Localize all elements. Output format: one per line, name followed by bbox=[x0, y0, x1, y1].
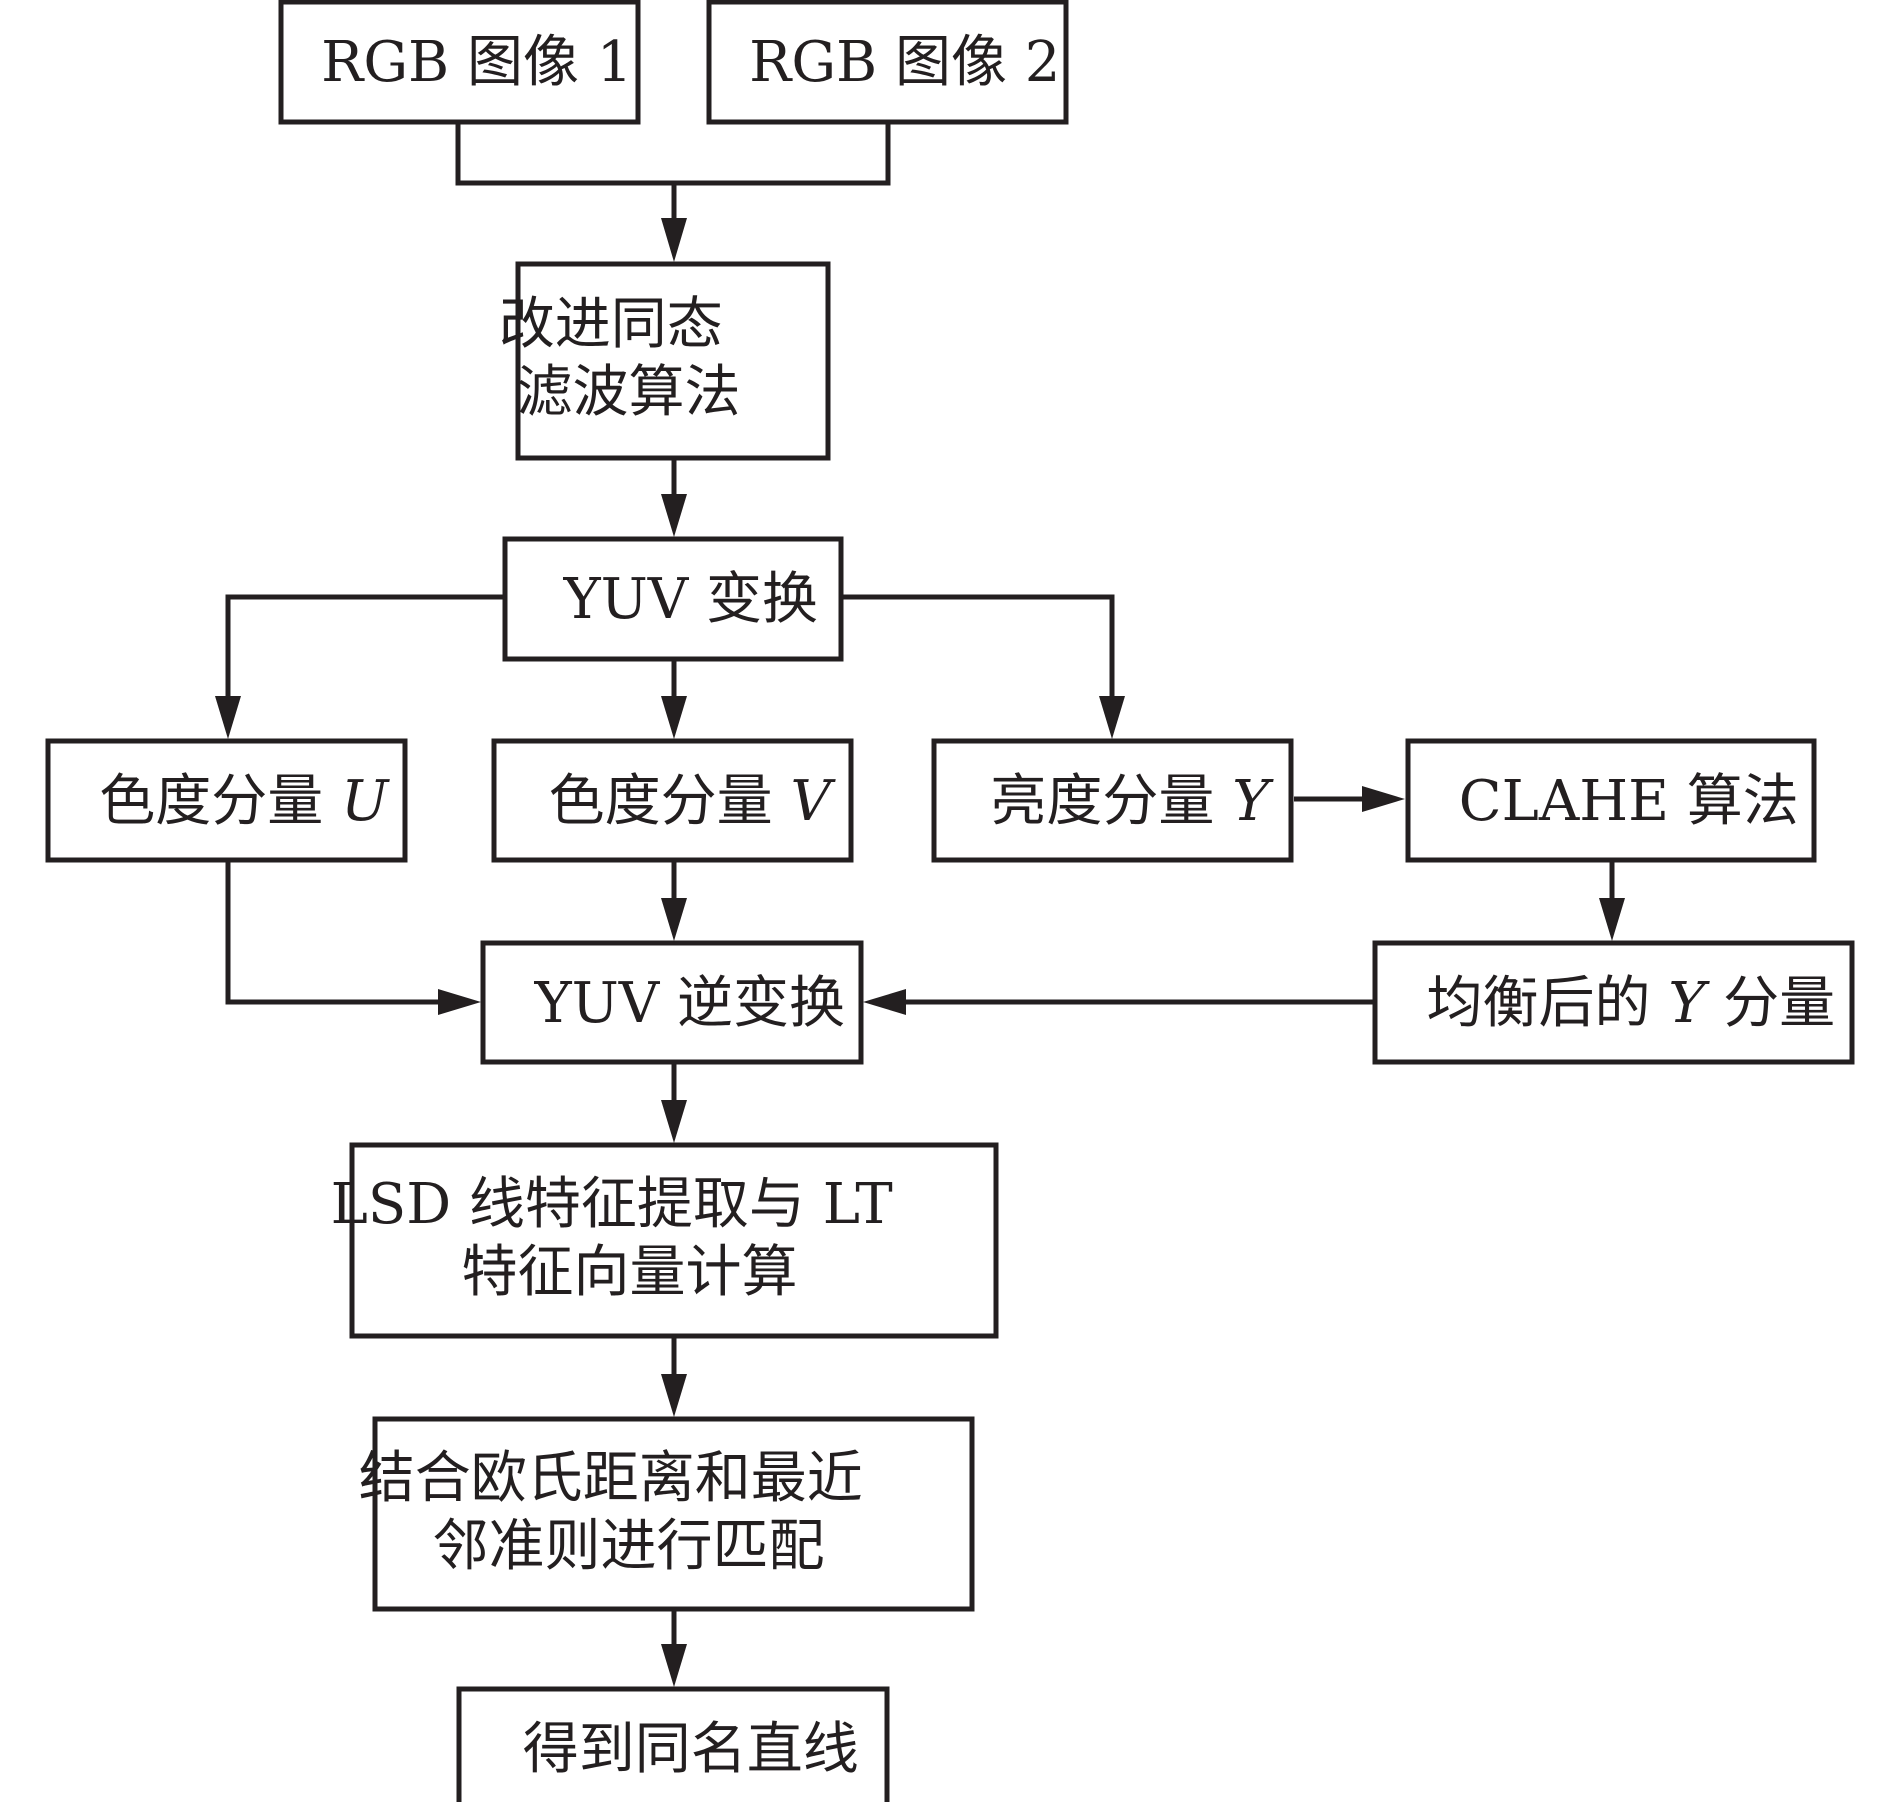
node-inverse-yuv: YUV 逆变换 bbox=[410, 940, 934, 1065]
arrow-into-filter bbox=[661, 218, 687, 262]
edge-rgb1-merge bbox=[455, 122, 674, 186]
node-rgb-image-1-label: RGB 图像 1 bbox=[197, 30, 722, 95]
arrow-into-yuv bbox=[661, 494, 687, 537]
arrow-into-lsd bbox=[661, 1100, 687, 1143]
node-rgb-image-2: RGB 图像 2 bbox=[625, 0, 1150, 125]
arrow-into-inverse-left bbox=[438, 989, 481, 1015]
node-clahe: CLAHE 算法 bbox=[1334, 738, 1888, 863]
arrow-into-match bbox=[661, 1374, 687, 1417]
edges bbox=[215, 122, 1625, 1687]
edge-yuv-to-u bbox=[225, 594, 505, 702]
node-rgb-image-1: RGB 图像 1 bbox=[197, 0, 722, 125]
edge-rgb2-merge bbox=[674, 122, 891, 186]
node-yuv-transform: YUV 变换 bbox=[439, 536, 907, 662]
node-result-label: 得到同名直线 bbox=[398, 1717, 948, 1782]
arrow-into-inverse-right bbox=[863, 989, 906, 1015]
arrow-into-result bbox=[661, 1644, 687, 1687]
node-equalized-y: 均衡后的 Y 分量 bbox=[1302, 940, 1890, 1065]
node-matching: 结合欧氏距离和最近 邻准则进行匹配 bbox=[359, 1416, 988, 1612]
node-chroma-v-label: 色度分量 V bbox=[424, 769, 920, 834]
node-matching-label: 结合欧氏距离和最近 邻准则进行匹配 bbox=[359, 1446, 988, 1579]
node-inverse-yuv-label: YUV 逆变换 bbox=[410, 971, 934, 1036]
arrow-into-u bbox=[215, 696, 241, 739]
node-rgb-image-2-label: RGB 图像 2 bbox=[625, 30, 1150, 95]
node-chroma-u-label: 色度分量 U bbox=[0, 769, 477, 834]
node-luma-y: 亮度分量 Y bbox=[866, 738, 1358, 863]
node-result: 得到同名直线 bbox=[398, 1686, 948, 1802]
node-yuv-transform-label: YUV 变换 bbox=[439, 567, 907, 632]
arrow-into-y bbox=[1099, 696, 1125, 739]
arrow-into-v bbox=[661, 696, 687, 739]
arrow-into-inverse-top bbox=[661, 898, 687, 941]
node-lsd-features: LSD 线特征提取与 LT 特征向量计算 bbox=[331, 1142, 1018, 1339]
node-chroma-u: 色度分量 U bbox=[0, 738, 477, 863]
edge-u-to-inverse bbox=[225, 860, 444, 1005]
node-homomorphic-filter: 改进同态 滤波算法 bbox=[499, 261, 848, 461]
node-clahe-label: CLAHE 算法 bbox=[1334, 769, 1888, 834]
node-luma-y-label: 亮度分量 Y bbox=[866, 769, 1358, 834]
node-chroma-v: 色度分量 V bbox=[424, 738, 920, 863]
arrow-into-clahe bbox=[1362, 786, 1405, 812]
arrow-into-eqy bbox=[1599, 898, 1625, 941]
node-lsd-features-label: LSD 线特征提取与 LT 特征向量计算 bbox=[331, 1172, 1018, 1305]
edge-yuv-to-y bbox=[841, 594, 1115, 702]
node-homomorphic-filter-label: 改进同态 滤波算法 bbox=[499, 292, 848, 425]
node-equalized-y-label: 均衡后的 Y 分量 bbox=[1302, 971, 1890, 1036]
